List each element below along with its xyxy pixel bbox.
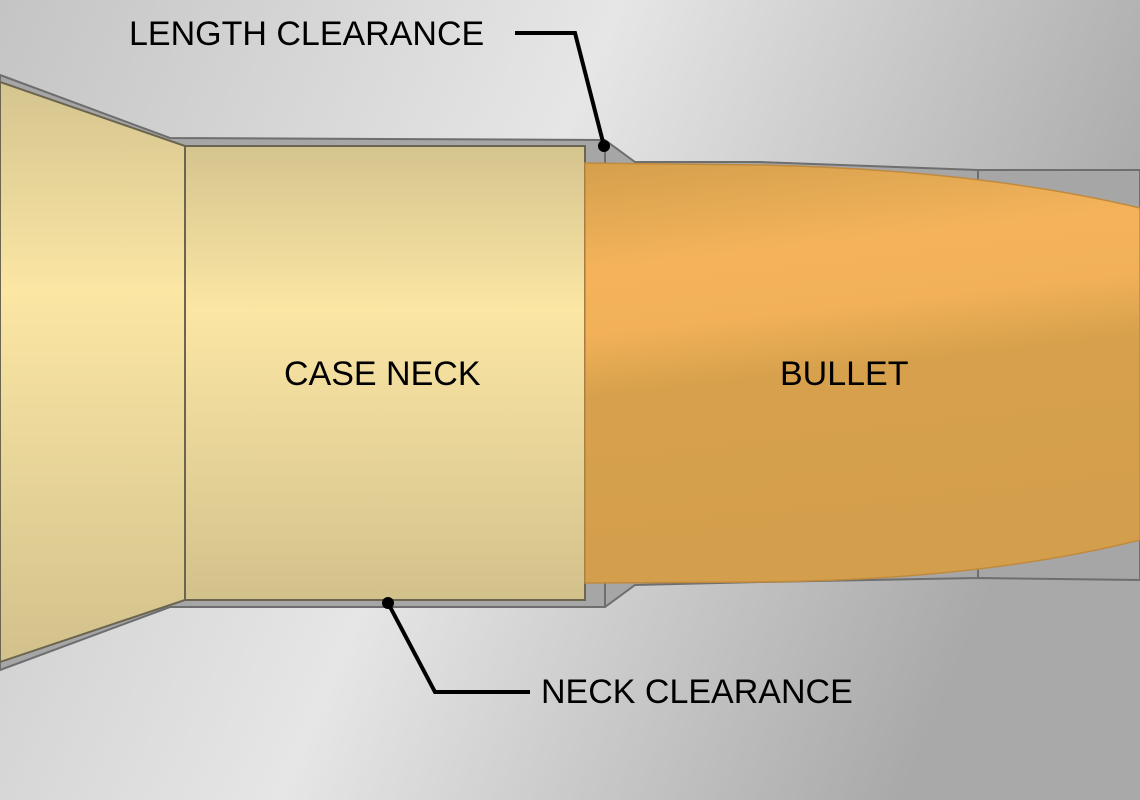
bullet [584,162,1140,584]
neck-clearance-leader [386,602,530,694]
length-clearance-dot [598,140,610,152]
neck-clearance-dot [382,597,394,609]
case-shoulder [0,80,186,664]
bullet-label: BULLET [780,355,909,393]
length-clearance-leader [515,31,606,147]
case-neck-label: CASE NECK [284,355,481,393]
length-clearance-label: LENGTH CLEARANCE [129,15,485,53]
neck-clearance-label: NECK CLEARANCE [541,673,853,711]
